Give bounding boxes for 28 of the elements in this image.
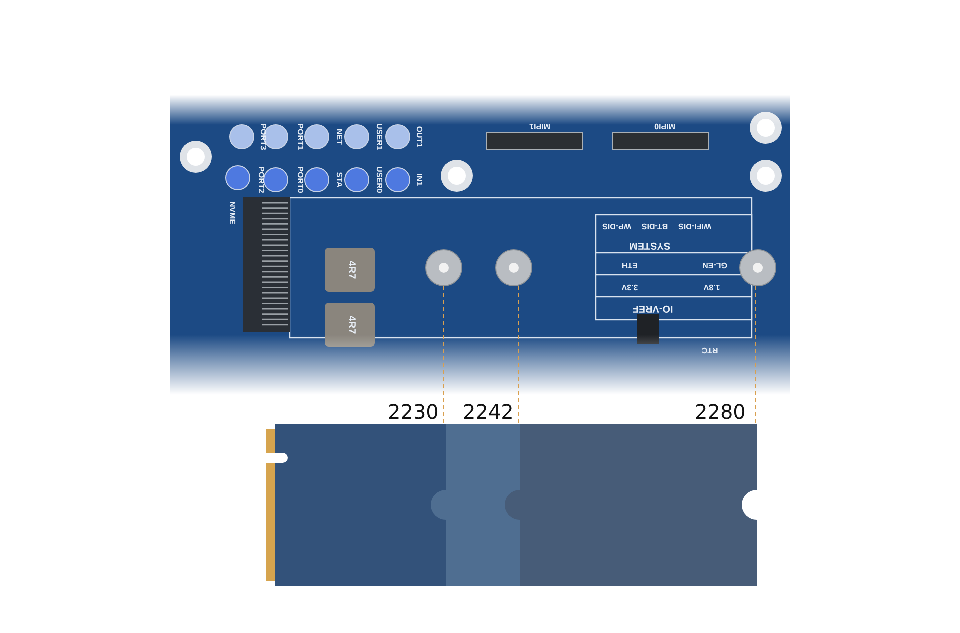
silkscreen-label: STA [335, 172, 343, 188]
silkscreen-label: 3.3V [622, 283, 638, 291]
silkscreen-label: NVME [228, 201, 236, 225]
silkscreen-label: SYSTEM [629, 240, 671, 250]
silkscreen-label: PORT0 [296, 166, 304, 194]
ssd-length-label: 2242 [463, 402, 514, 422]
silkscreen-label: 4R7 [346, 316, 356, 334]
ssd-length-label: 2230 [388, 402, 439, 422]
silkscreen-label: WIFI-DIS [678, 222, 712, 230]
silkscreen-label: 4R7 [346, 260, 356, 280]
silkscreen-label: BT-DIS [642, 222, 668, 230]
silkscreen-label: GL-EN [702, 261, 728, 269]
silkscreen-label: MIPI0 [654, 122, 676, 130]
silkscreen-label: ETH [622, 261, 638, 269]
silkscreen-label: NET [335, 129, 343, 145]
silkscreen-label: OUT1 [415, 126, 423, 148]
ssd-length-label: 2280 [695, 402, 746, 422]
silkscreen-label: IO-VREF [632, 303, 674, 313]
silkscreen-label: USER1 [375, 124, 383, 150]
silkscreen-label: IN1 [415, 174, 423, 186]
silkscreen-label: WP-DIS [602, 222, 632, 230]
silkscreen-label: 1.8V [704, 283, 720, 291]
silkscreen-label: PORT2 [257, 166, 265, 194]
silkscreen-label: RTC [702, 346, 718, 354]
silkscreen-label: MIPI1 [530, 122, 550, 130]
silkscreen-label: PORT1 [296, 124, 304, 150]
silkscreen-label: USER0 [375, 166, 383, 194]
silkscreen-label: PORT3 [259, 124, 267, 150]
